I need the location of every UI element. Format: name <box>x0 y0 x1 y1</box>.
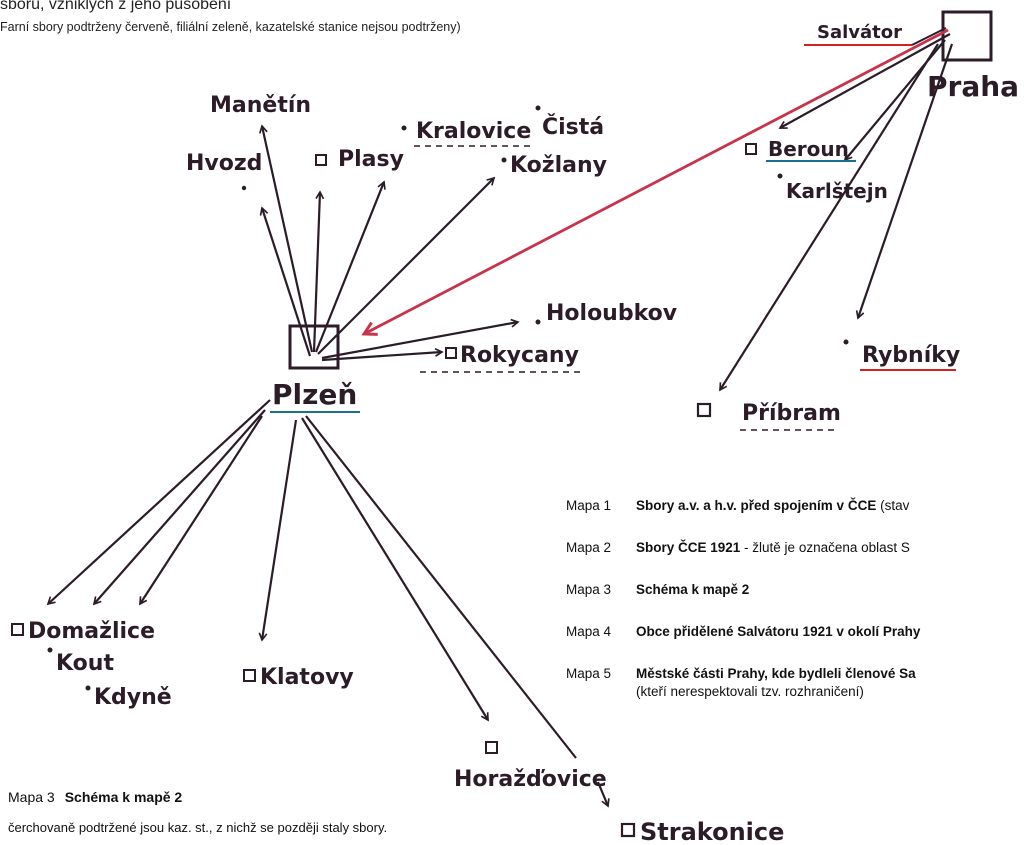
header-subtitle: Farní sbory podtrženy červeně, filiální … <box>0 20 461 34</box>
legend-num: Mapa 4 <box>566 624 612 639</box>
legend-item-1: Mapa 1 Sbory a.v. a h.v. před spojením v … <box>566 498 909 513</box>
horazdovice-marker <box>485 741 498 754</box>
beroun-label: Beroun <box>768 137 849 161</box>
hvozd-label: Hvozd <box>186 151 262 176</box>
caption-note: čerchovaně podtržené jsou kaz. st., z ni… <box>8 820 388 835</box>
rybniky-label: Rybníky <box>862 343 960 368</box>
klatovy-label: Klatovy <box>260 665 354 690</box>
manetin-label: Manětín <box>210 93 311 118</box>
karlstejn-label: Karlštejn <box>786 179 888 203</box>
holoubkov-dot <box>535 319 541 325</box>
beroun-marker <box>745 143 757 155</box>
header-title: sboru, vzniklých z jeho působení <box>0 0 232 13</box>
kralovice-label: Kralovice <box>416 119 531 144</box>
arrow-praha-plzen <box>364 28 949 334</box>
caption-num: Mapa 3 <box>8 789 55 805</box>
legend-item-4: Mapa 4 Obce přidělené Salvátoru 1921 v ok… <box>566 624 920 639</box>
rokycany-label: Rokycany <box>460 343 579 368</box>
domazlice-marker <box>11 623 24 636</box>
rokycany-marker <box>445 347 457 359</box>
arrow-plzen-domazlice-1 <box>48 399 271 604</box>
kralovice-dot <box>401 125 407 131</box>
kout-label: Kout <box>56 651 114 676</box>
arrow-plzen-domazlice-3 <box>140 415 263 604</box>
arrow-praha-beroun <box>780 33 951 129</box>
kozlany-dot <box>501 157 507 163</box>
caption-title-line: Mapa 3 Schéma k mapě 2 <box>8 789 182 805</box>
pribram-marker <box>696 402 712 418</box>
karlstejn-dot <box>777 173 783 179</box>
cista-label: Čistá <box>542 114 604 140</box>
legend-title: Sbory a.v. a h.v. před spojením v ČCE <box>636 498 877 513</box>
arrow-plzen-rokycany <box>321 352 442 362</box>
horazdovice-label: Horažďovice <box>454 767 607 792</box>
legend-rest: (stav <box>876 498 910 513</box>
arrow-plzen-kralovice <box>314 182 384 353</box>
pribram-label: Příbram <box>742 401 841 426</box>
strakonice-label: Strakonice <box>640 818 784 845</box>
legend-item-3: Mapa 3 Schéma k mapě 2 <box>566 582 749 597</box>
salvator-pointer <box>911 27 947 46</box>
legend-title: Schéma k mapě 2 <box>636 582 750 597</box>
legend-note: (kteří nerespektovali tzv. rozhraničení) <box>636 684 864 699</box>
legend-num: Mapa 1 <box>566 498 612 513</box>
praha-square <box>941 10 993 62</box>
kozlany-label: Kožlany <box>510 153 607 178</box>
strakonice-marker <box>620 822 636 838</box>
legend-item-5: Mapa 5 Městské části Prahy, kde bydleli č… <box>566 666 916 681</box>
plzen-label: Plzeň <box>272 378 357 411</box>
legend-num: Mapa 2 <box>566 540 612 555</box>
kdyne-dot <box>85 685 91 691</box>
kdyne-label: Kdyně <box>94 685 172 710</box>
arrow-plzen-holoubkov <box>321 322 518 360</box>
legend-title: Sbory ČCE 1921 <box>636 540 741 555</box>
arrow-plzen-kozlany <box>317 178 494 355</box>
arrow-praha-pribram <box>719 43 939 390</box>
arrow-plzen-strakonice <box>305 415 577 759</box>
kout-dot <box>47 647 53 653</box>
arrow-plzen-hvozd <box>262 208 312 357</box>
plasy-marker <box>315 154 327 166</box>
arrow-plzen-klatovy <box>262 419 298 640</box>
holoubkov-label: Holoubkov <box>546 301 678 326</box>
hvozd-dot <box>241 185 247 191</box>
legend-num: Mapa 3 <box>566 582 612 597</box>
klatovy-marker <box>243 669 256 682</box>
arrow-horazdovice-strakonice <box>596 781 608 806</box>
legend-title: Obce přidělené Salvátoru 1921 v okolí Pr… <box>636 624 921 639</box>
legend-num: Mapa 5 <box>566 666 612 681</box>
cista-dot <box>535 105 541 111</box>
arrow-plzen-domazlice-2 <box>94 409 266 604</box>
arrow-praha-rybniky <box>858 43 954 318</box>
arrow-plzen-plasy <box>312 192 320 353</box>
legend-title: Městské části Prahy, kde bydleli členové… <box>636 666 916 681</box>
legend-item-2: Mapa 2 Sbory ČCE 1921 - žlutě je označena… <box>566 540 910 555</box>
arrow-plzen-horazdovice <box>301 417 489 720</box>
arrow-plzen-manetin <box>262 126 314 353</box>
legend-rest: - žlutě je označena oblast S <box>740 540 910 555</box>
domazlice-label: Domažlice <box>28 619 155 644</box>
caption-title: Schéma k mapě 2 <box>64 789 183 805</box>
salvator-label: Salvátor <box>817 22 902 43</box>
plasy-label: Plasy <box>338 147 404 172</box>
rybniky-dot <box>843 339 849 345</box>
